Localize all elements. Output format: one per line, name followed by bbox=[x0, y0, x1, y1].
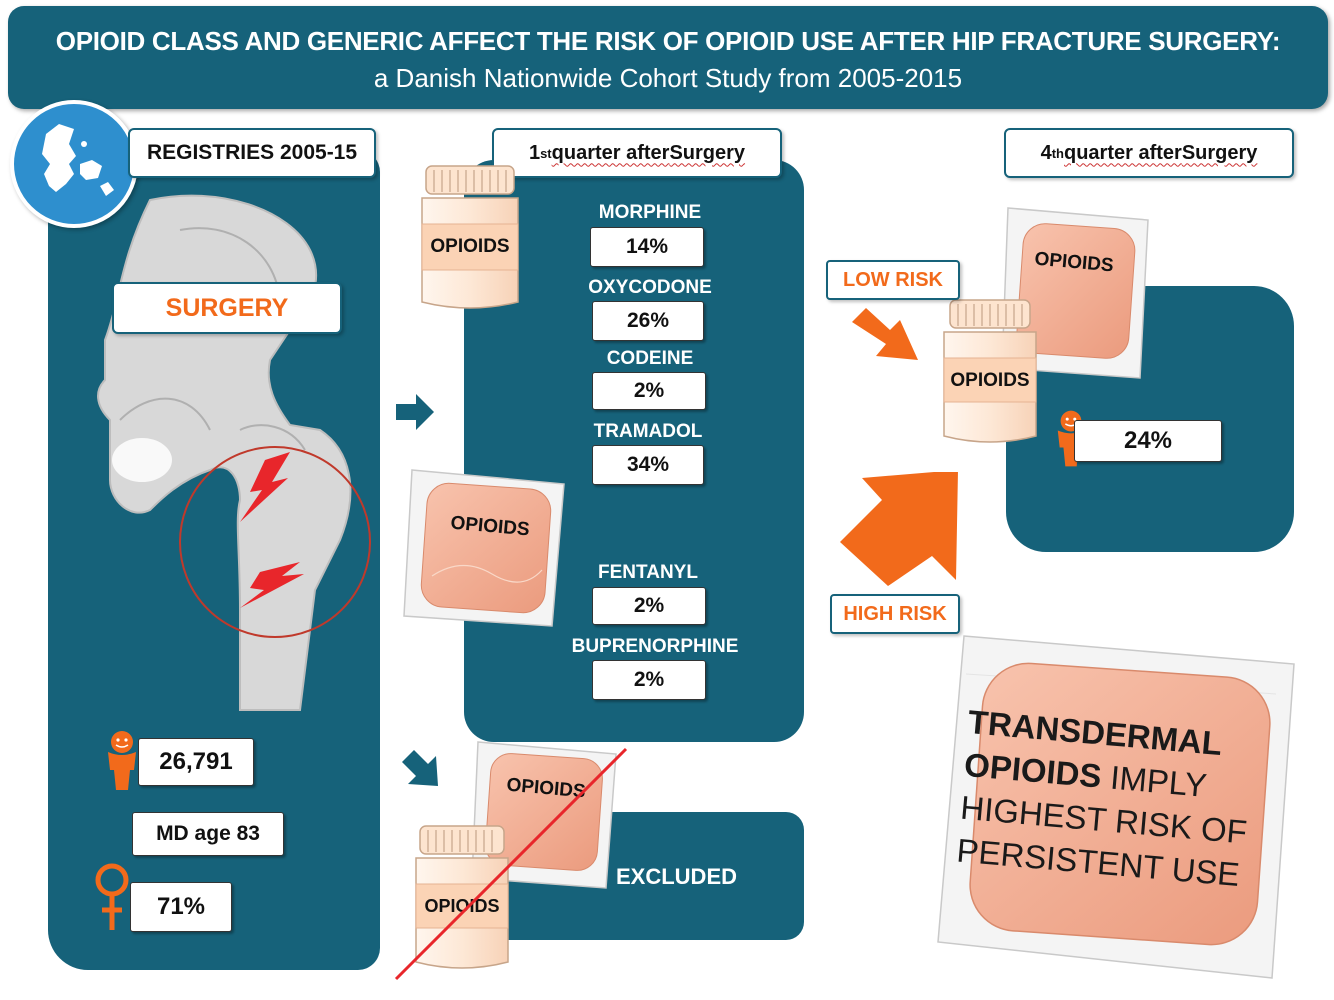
conclusion-text: TRANSDERMAL OPIOIDS IMPLY HIGHEST RISK O… bbox=[955, 700, 1259, 897]
excluded-patch-icon bbox=[471, 741, 617, 889]
female-percent: 71% bbox=[130, 882, 232, 932]
drug-pct-codeine: 2% bbox=[592, 372, 706, 410]
q4-pill-bottle-icon bbox=[943, 299, 1037, 443]
hip-fracture-illustration bbox=[97, 194, 371, 711]
patch-icon bbox=[403, 469, 565, 627]
drug-name-oxycodone: OXYCODONE bbox=[588, 277, 712, 298]
pill-bottle-icon bbox=[421, 165, 519, 309]
title-banner bbox=[8, 6, 1328, 109]
registries-label: REGISTRIES 2005-15 bbox=[128, 128, 376, 178]
conclusion-patch bbox=[937, 635, 1295, 979]
page-title: OPIOID CLASS AND GENERIC AFFECT THE RISK… bbox=[55, 26, 1281, 56]
person-icon bbox=[108, 731, 136, 790]
fracture-bolt-icon-2 bbox=[240, 562, 304, 608]
drug-name-tramadol: TRAMADOL bbox=[593, 421, 703, 442]
female-icon bbox=[95, 863, 129, 930]
arrow-right-icon bbox=[396, 394, 434, 430]
median-age: MD age 83 bbox=[132, 812, 284, 856]
drug-pct-buprenorphine: 2% bbox=[592, 660, 706, 700]
q4-percent: 24% bbox=[1074, 420, 1222, 462]
drug-name-buprenorphine: BUPRENORPHINE bbox=[571, 636, 739, 657]
denmark-map-icon bbox=[42, 124, 114, 196]
q4-pill-label: OPIOIDS bbox=[950, 370, 1030, 391]
page-subtitle: a Danish Nationwide Cohort Study from 20… bbox=[373, 63, 963, 93]
surgery-label: SURGERY bbox=[112, 282, 342, 334]
excluded-label: EXCLUDED bbox=[616, 864, 738, 889]
arrow-down-right-icon bbox=[402, 750, 438, 786]
drug-pct-fentanyl: 2% bbox=[592, 587, 706, 625]
drug-pct-tramadol: 34% bbox=[592, 445, 704, 485]
drug-pct-oxycodone: 26% bbox=[592, 301, 704, 341]
large-arrow-icon bbox=[840, 472, 958, 586]
small-arrow-icon bbox=[852, 308, 918, 360]
low-risk-label: LOW RISK bbox=[826, 260, 960, 300]
q4-patch-icon bbox=[1001, 207, 1149, 379]
denmark-map-badge bbox=[10, 100, 138, 228]
patient-count: 26,791 bbox=[138, 738, 254, 786]
pill-bottle-label: OPIOIDS bbox=[430, 236, 510, 257]
drug-name-morphine: MORPHINE bbox=[598, 202, 702, 223]
fracture-bolt-icon bbox=[240, 452, 290, 522]
drug-pct-morphine: 14% bbox=[590, 227, 704, 267]
excluded-pill-label: OPIOIDS bbox=[424, 896, 500, 916]
drug-name-fentanyl: FENTANYL bbox=[598, 562, 698, 583]
high-risk-label: HIGH RISK bbox=[830, 594, 960, 634]
excluded-strike-line bbox=[394, 747, 628, 981]
drug-name-codeine: CODEINE bbox=[606, 348, 694, 369]
